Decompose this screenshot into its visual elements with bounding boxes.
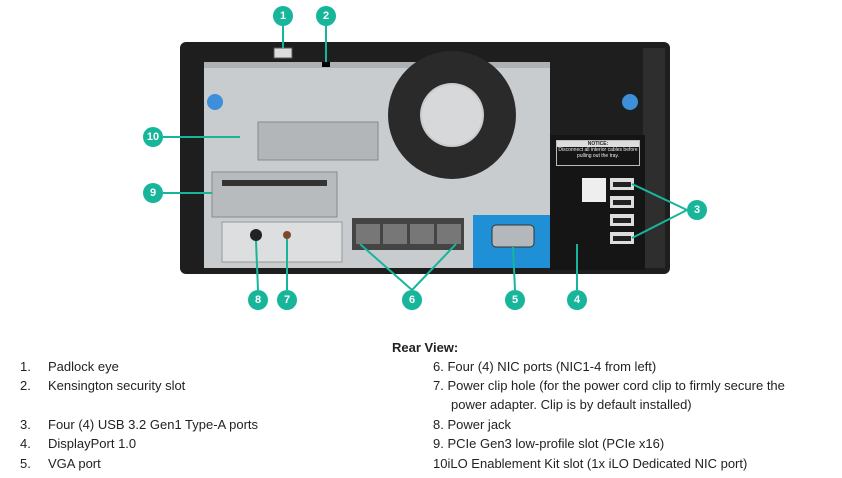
list-item: 9. PCIe Gen3 low-profile slot (PCIe x16) <box>433 435 664 453</box>
item-number: 1. <box>20 359 31 374</box>
callout-3: 3 <box>687 200 707 220</box>
section-title: Rear View: <box>392 340 459 355</box>
power-jack <box>250 229 262 241</box>
item-text: Kensington security slot <box>48 378 186 393</box>
callout-2: 2 <box>316 6 336 26</box>
server-rear-photo <box>163 26 688 291</box>
callout-7: 7 <box>277 290 297 310</box>
item-text: power adapter. Clip is by default instal… <box>451 397 692 412</box>
item-text: Power clip hole (for the power cord clip… <box>447 378 785 393</box>
item-number: 6. <box>433 359 444 374</box>
item-number: 2. <box>20 378 31 393</box>
item-number: 7. <box>433 378 444 393</box>
item-number: 3. <box>20 417 31 432</box>
list-item: 8. Power jack <box>433 416 511 434</box>
item-number: 4. <box>20 436 31 451</box>
callout-1: 1 <box>273 6 293 26</box>
callout-6: 6 <box>402 290 422 310</box>
pcie-slot <box>211 171 338 218</box>
callout-9: 9 <box>143 183 163 203</box>
list-item-continuation: power adapter. Clip is by default instal… <box>451 396 692 414</box>
notice-label: NOTICE:Disconnect all interior cables be… <box>556 140 640 166</box>
list-item: 2. Kensington security slot <box>20 377 185 395</box>
usb-ports <box>610 178 634 244</box>
fan-grill <box>388 51 516 179</box>
list-item: 5. VGA port <box>20 455 101 473</box>
item-number: 5. <box>20 456 31 471</box>
item-text: VGA port <box>48 456 101 471</box>
kensington-slot <box>322 62 330 67</box>
callout-8: 8 <box>248 290 268 310</box>
callout-4: 4 <box>567 290 587 310</box>
notice-title: NOTICE: <box>557 141 639 147</box>
list-item: 7. Power clip hole (for the power cord c… <box>433 377 785 395</box>
nic-ports <box>352 218 464 250</box>
power-clip-hole <box>283 231 291 239</box>
item-text: iLO Enablement Kit slot (1x iLO Dedicate… <box>447 456 748 471</box>
callout-10: 10 <box>143 127 163 147</box>
ilo-slot <box>257 121 379 161</box>
item-text: Four (4) USB 3.2 Gen1 Type-A ports <box>48 417 259 432</box>
item-text: Padlock eye <box>48 359 119 374</box>
item-text: DisplayPort 1.0 <box>48 436 137 451</box>
vga-port <box>491 224 535 248</box>
list-item: 4. DisplayPort 1.0 <box>20 435 136 453</box>
item-number: 8. <box>433 417 444 432</box>
item-text: Power jack <box>447 417 512 432</box>
list-item: 3. Four (4) USB 3.2 Gen1 Type-A ports <box>20 416 258 434</box>
list-item: 10iLO Enablement Kit slot (1x iLO Dedica… <box>433 455 747 473</box>
list-item: 6. Four (4) NIC ports (NIC1-4 from left) <box>433 358 656 376</box>
item-number: 9. <box>433 436 444 451</box>
callout-5: 5 <box>505 290 525 310</box>
notice-text: Disconnect all interior cables before pu… <box>558 147 638 159</box>
list-item: 1. Padlock eye <box>20 358 119 376</box>
item-text: Four (4) NIC ports (NIC1-4 from left) <box>447 359 657 374</box>
item-text: PCIe Gen3 low-profile slot (PCIe x16) <box>447 436 665 451</box>
padlock-eye <box>273 47 293 59</box>
item-number: 10 <box>433 456 448 471</box>
